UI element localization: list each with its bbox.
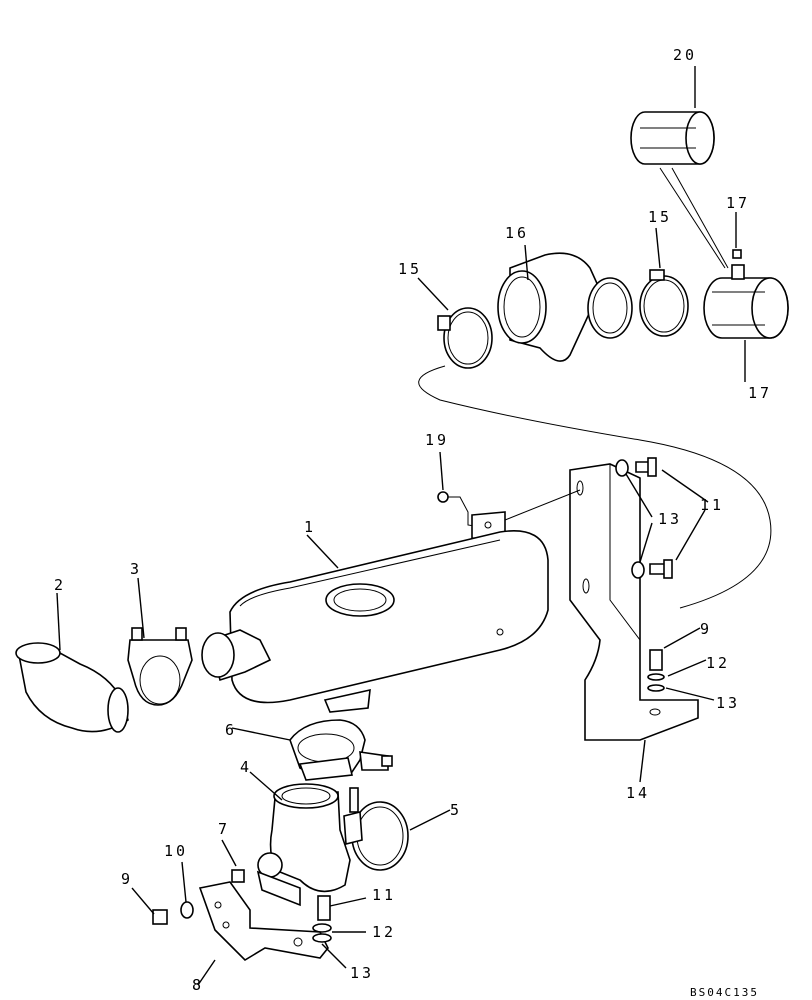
part-3-clamp bbox=[127, 627, 193, 706]
part-7-nut bbox=[231, 869, 245, 883]
part-16-elbow bbox=[497, 252, 633, 362]
bolt-set-lower-left bbox=[152, 901, 194, 925]
callout-9-left: 9 bbox=[121, 870, 133, 888]
callout-3: 3 bbox=[130, 560, 142, 578]
callout-15-left: 15 bbox=[398, 260, 422, 278]
callout-13-upper: 13 bbox=[658, 510, 682, 528]
bolt-set-upper bbox=[615, 457, 673, 579]
part-18-plug bbox=[732, 249, 742, 259]
callout-8: 8 bbox=[192, 976, 204, 994]
callout-10: 10 bbox=[164, 842, 188, 860]
callout-11-lower: 11 bbox=[372, 886, 396, 904]
part-2-elbow-pipe bbox=[15, 642, 129, 733]
callout-13-right: 13 bbox=[716, 694, 740, 712]
callout-2: 2 bbox=[54, 576, 66, 594]
part-5-clamp bbox=[343, 787, 409, 871]
callout-1: 1 bbox=[304, 518, 316, 536]
callout-14: 14 bbox=[626, 784, 650, 802]
callout-12-upper: 12 bbox=[706, 654, 730, 672]
callout-5: 5 bbox=[450, 801, 462, 819]
bolt-set-lower-middle bbox=[312, 895, 332, 943]
callout-labels: 20 17 15 16 15 17 19 11 13 1 2 3 9 12 13… bbox=[54, 46, 772, 999]
callout-19: 19 bbox=[425, 431, 449, 449]
drawing-code: BS04C135 bbox=[690, 986, 759, 999]
callout-20: 20 bbox=[673, 46, 697, 64]
part-15-clamp-right bbox=[639, 269, 689, 337]
leader-lines bbox=[56, 66, 746, 986]
callout-12-lower: 12 bbox=[372, 923, 396, 941]
part-6-clamp bbox=[289, 719, 393, 781]
callout-17: 17 bbox=[748, 384, 772, 402]
callout-15-right: 15 bbox=[648, 208, 672, 226]
callout-13-lower: 13 bbox=[350, 964, 374, 982]
part-8-support bbox=[198, 881, 329, 962]
callout-9-right: 9 bbox=[700, 620, 712, 638]
part-4-outlet-elbow bbox=[256, 783, 351, 907]
part-17-tube bbox=[703, 264, 789, 339]
part-20-cap bbox=[630, 111, 729, 269]
callout-16: 16 bbox=[505, 224, 529, 242]
callout-7: 7 bbox=[218, 820, 230, 838]
part-15-clamp-left bbox=[437, 307, 493, 369]
callout-18: 17 bbox=[726, 194, 750, 212]
callout-6: 6 bbox=[225, 721, 237, 739]
part-1-muffler bbox=[201, 530, 549, 713]
part-14-bracket bbox=[569, 463, 699, 741]
callout-11-upper: 11 bbox=[700, 496, 724, 514]
bolt-set-lower-right bbox=[647, 649, 665, 692]
callout-4: 4 bbox=[240, 758, 252, 776]
